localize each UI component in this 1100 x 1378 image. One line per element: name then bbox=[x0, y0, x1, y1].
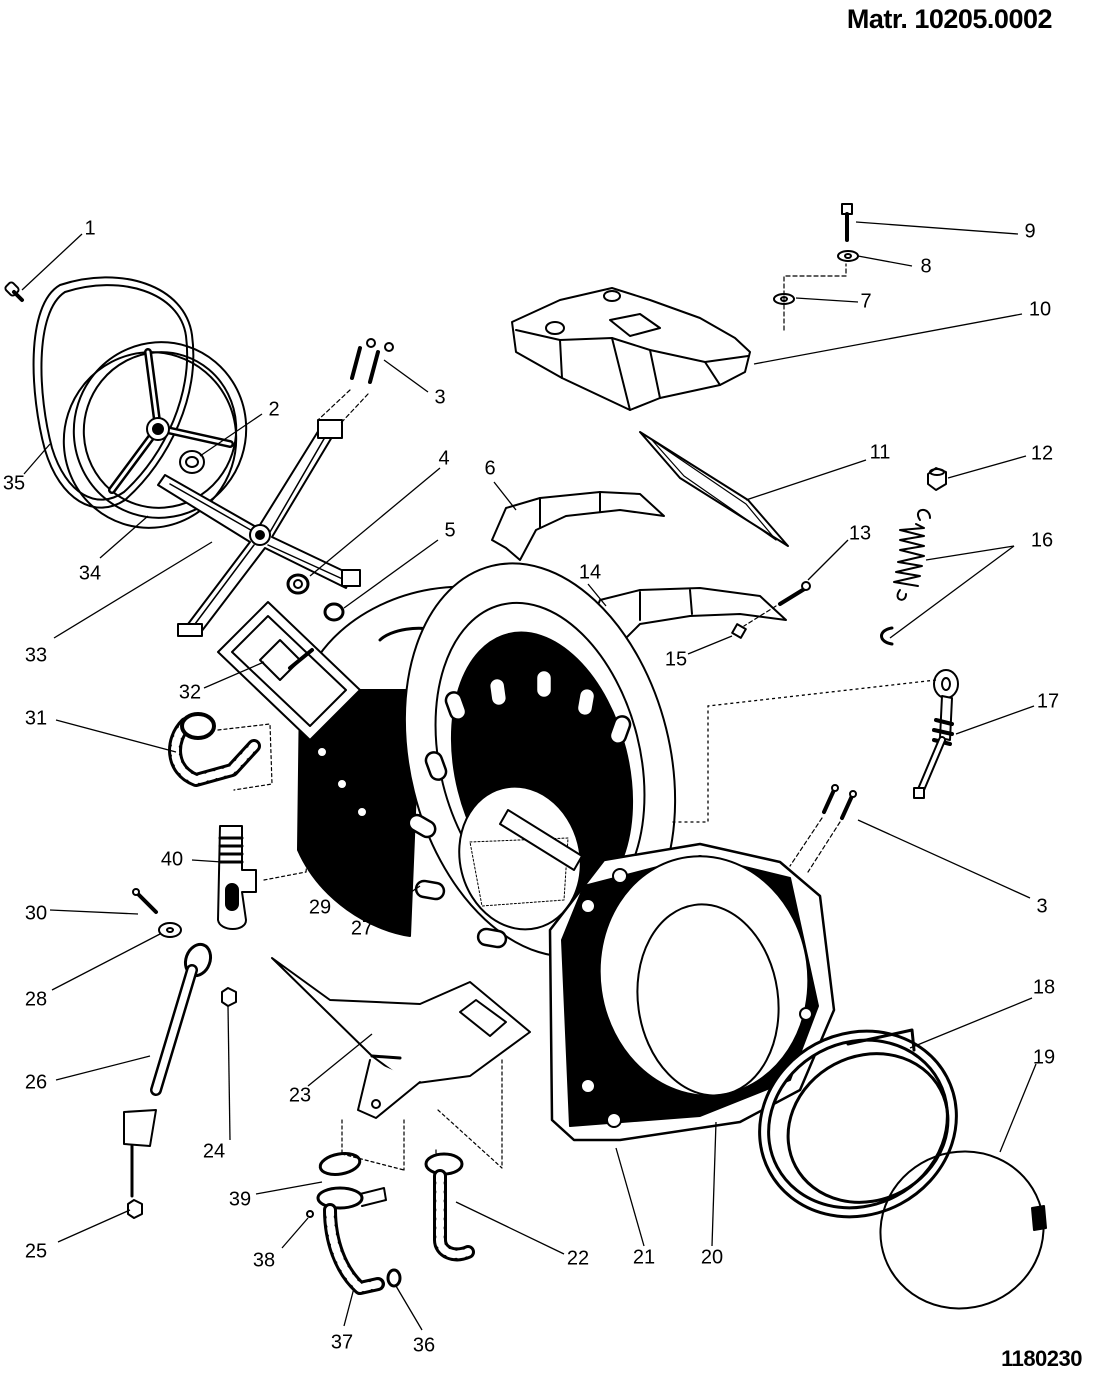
part-9-bolt-drawing bbox=[841, 203, 853, 242]
part-label-10: 10 bbox=[1029, 298, 1051, 320]
part-label-6: 6 bbox=[484, 457, 495, 479]
part-3-screws-lower-drawing bbox=[789, 784, 857, 873]
part-label-32: 32 bbox=[179, 681, 201, 703]
part-6-bracket-drawing bbox=[491, 491, 665, 561]
part-11-plate-drawing bbox=[639, 431, 789, 547]
part-label-22: 22 bbox=[567, 1247, 589, 1269]
part-label-14: 14 bbox=[579, 561, 601, 583]
part-37-hose-drawing bbox=[316, 1186, 387, 1295]
part-label-18: 18 bbox=[1033, 976, 1055, 998]
counterweight-fixing-dashes bbox=[783, 263, 847, 331]
part-label-12: 12 bbox=[1031, 442, 1053, 464]
part-label-24: 24 bbox=[203, 1140, 225, 1162]
part-10-counterweight-drawing bbox=[511, 287, 751, 411]
part-label-31: 31 bbox=[25, 707, 47, 729]
part-label-15: 15 bbox=[665, 648, 687, 670]
part-label-19: 19 bbox=[1033, 1046, 1055, 1068]
part-40-air-trap-drawing bbox=[217, 825, 311, 930]
part-label-1: 1 bbox=[84, 217, 95, 239]
part-25-nut-drawing bbox=[127, 1199, 143, 1219]
part-label-16: 16 bbox=[1031, 529, 1053, 551]
part-22-hose-drawing bbox=[424, 1152, 475, 1262]
part-label-17: 17 bbox=[1037, 690, 1059, 712]
part-30-screw-drawing bbox=[132, 888, 158, 914]
part-label-20: 20 bbox=[701, 1246, 723, 1268]
part-label-33: 33 bbox=[25, 644, 47, 666]
part-1-screw-drawing bbox=[4, 281, 24, 302]
part-17-shock-absorber-drawing bbox=[913, 669, 959, 799]
part-label-11: 11 bbox=[870, 441, 891, 463]
part-33-spider-drawing bbox=[157, 419, 361, 637]
part-label-8: 8 bbox=[920, 255, 931, 277]
material-number: Matr. 10205.0002 bbox=[846, 4, 1053, 34]
part-18-door-seal-drawing bbox=[758, 1028, 958, 1219]
part-31-hose-drawing bbox=[168, 712, 273, 791]
part-label-5: 5 bbox=[444, 519, 455, 541]
part-19-clamp-ring-drawing bbox=[879, 1150, 1047, 1310]
part-16-spring-drawing bbox=[880, 509, 931, 646]
part-label-3: 3 bbox=[434, 386, 445, 408]
drawing-number: 1180230 bbox=[1001, 1346, 1082, 1371]
part-3-screws-upper-drawing bbox=[317, 338, 394, 425]
part-label-23: 23 bbox=[289, 1084, 311, 1106]
part-label-7: 7 bbox=[860, 290, 871, 312]
part-label-9: 9 bbox=[1024, 220, 1035, 242]
part-39-clamp-drawing bbox=[318, 1152, 362, 1176]
part-label-36: 36 bbox=[413, 1334, 435, 1356]
part-labels: 1 2 3 3 4 5 6 7 8 9 10 11 12 13 14 15 16… bbox=[3, 217, 1059, 1356]
part-13-screw-drawing bbox=[743, 581, 811, 627]
part-label-27: 27 bbox=[351, 917, 373, 939]
part-28-washer-drawing bbox=[158, 922, 182, 938]
part-label-35: 35 bbox=[3, 472, 25, 494]
part-23-tub-bottom-drawing bbox=[271, 957, 531, 1119]
leader-lines bbox=[21, 221, 1037, 1331]
part-drawings bbox=[4, 203, 1047, 1310]
part-38-pin-drawing bbox=[306, 1210, 314, 1218]
part-36-ring-drawing bbox=[386, 1268, 402, 1288]
part-label-39: 39 bbox=[229, 1188, 251, 1210]
part-label-4: 4 bbox=[438, 447, 449, 469]
part-label-37: 37 bbox=[331, 1331, 353, 1353]
part-label-34: 34 bbox=[79, 562, 101, 584]
part-24-nut-drawing bbox=[221, 987, 237, 1007]
part-35-belt-drawing bbox=[32, 276, 195, 509]
part-label-2: 2 bbox=[268, 398, 279, 420]
part-label-26: 26 bbox=[25, 1071, 47, 1093]
part-label-40: 40 bbox=[161, 848, 183, 870]
part-label-38: 38 bbox=[253, 1249, 275, 1271]
part-5-bearing-drawing bbox=[323, 602, 345, 622]
part-26-shock-absorber-drawing bbox=[123, 942, 213, 1198]
part-label-29: 29 bbox=[309, 896, 331, 918]
part-label-13: 13 bbox=[849, 522, 871, 544]
part-label-28: 28 bbox=[25, 988, 47, 1010]
part-label-21: 21 bbox=[633, 1246, 655, 1268]
part-32-frame-drawing bbox=[217, 601, 361, 741]
part-label-30: 30 bbox=[25, 902, 47, 924]
part-15-nut-drawing bbox=[731, 623, 747, 639]
part-8-washer-drawing bbox=[837, 250, 859, 262]
part-label-25: 25 bbox=[25, 1240, 47, 1262]
part-4-bearing-drawing bbox=[286, 573, 310, 595]
part-34-pulley-drawing bbox=[62, 341, 248, 529]
part-21-front-tub-drawing bbox=[548, 842, 836, 1142]
part-12-nut-drawing bbox=[927, 467, 947, 491]
part-label-3b: 3 bbox=[1036, 895, 1047, 917]
part-27-drum-drawing bbox=[458, 785, 583, 931]
part-2-bush-drawing bbox=[179, 450, 205, 474]
